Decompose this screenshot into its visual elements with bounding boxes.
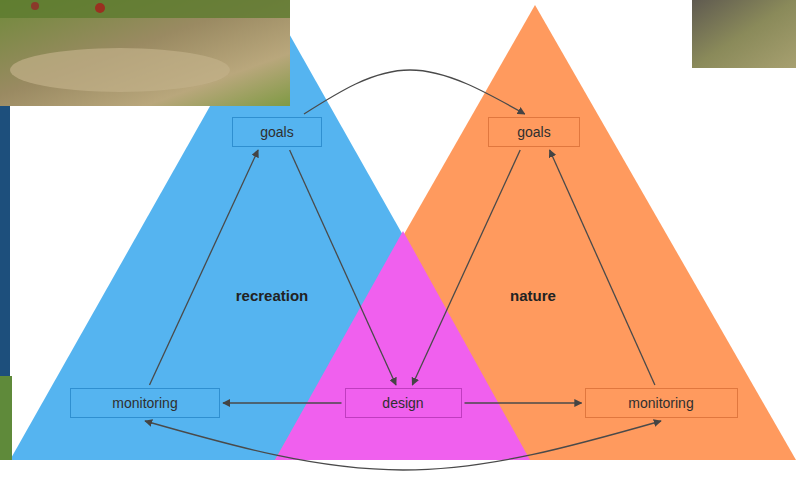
- region-label: recreation: [236, 287, 309, 304]
- box-label: monitoring: [628, 395, 693, 412]
- photo-edge: [0, 376, 12, 460]
- process-box: design: [345, 388, 462, 418]
- arrow-connector: [465, 402, 582, 403]
- photo-path: [10, 48, 230, 92]
- process-box: monitoring: [585, 388, 738, 418]
- photo-edge: [0, 106, 10, 376]
- arrow-connector: [550, 150, 655, 385]
- photo-detail: [31, 2, 39, 10]
- box-label: goals: [517, 124, 550, 141]
- process-box: monitoring: [70, 388, 220, 418]
- arrow-connector: [290, 150, 396, 385]
- nature-triangle: [275, 5, 796, 460]
- box-label: goals: [260, 124, 293, 141]
- photo-grass: [0, 0, 290, 18]
- box-label: design: [382, 395, 423, 412]
- process-box: goals: [488, 117, 580, 147]
- box-label: monitoring: [112, 395, 177, 412]
- arrow-connector: [150, 150, 259, 385]
- arrow-connector: [304, 70, 525, 114]
- photo: [0, 0, 290, 106]
- arrow-connector: [223, 402, 342, 403]
- photo: [692, 0, 796, 68]
- photo-detail: [95, 3, 105, 13]
- process-box: goals: [232, 117, 322, 147]
- region-label: nature: [510, 287, 556, 304]
- arrow-connector: [145, 421, 661, 470]
- arrow-connector: [412, 150, 520, 385]
- overlap-region: [275, 231, 530, 460]
